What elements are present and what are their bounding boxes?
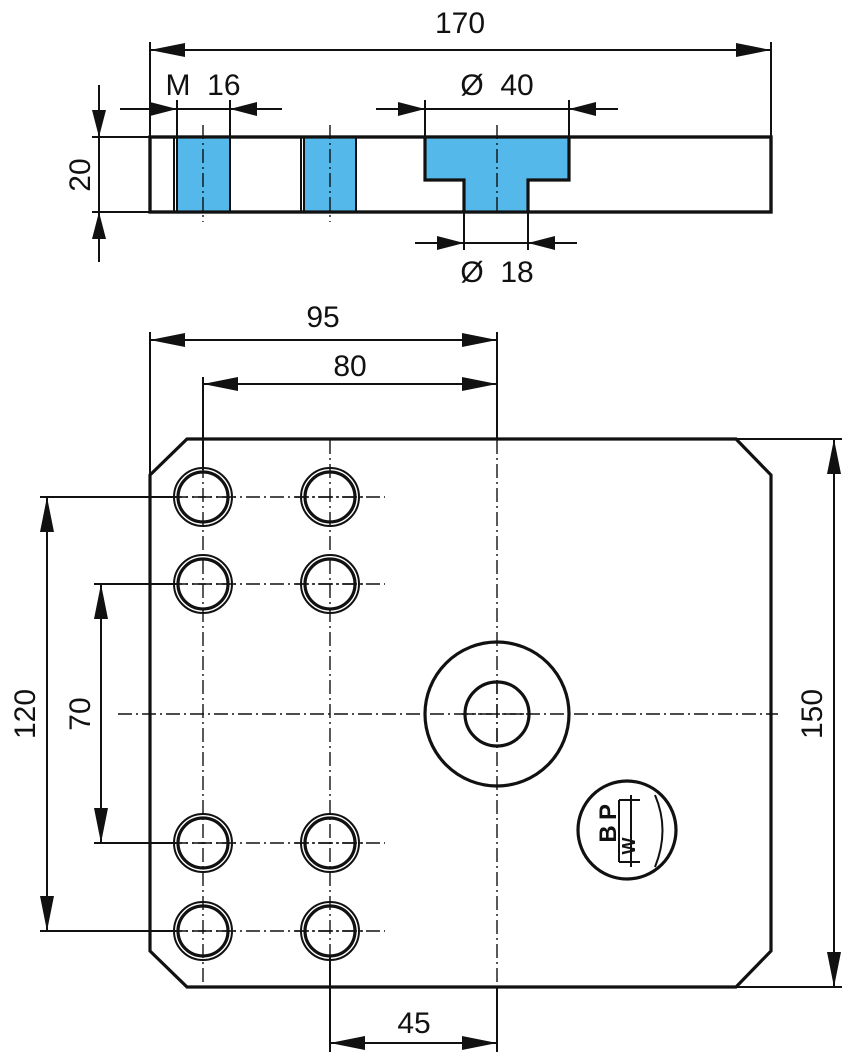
dimension-80: 80 (202, 350, 497, 470)
dim-thread: M 16 (165, 69, 240, 102)
dim-bore: Ø 18 (460, 256, 533, 289)
dimension-70: 70 (64, 583, 178, 844)
bpw-logo: B P W (576, 779, 678, 881)
dim-overall-width: 170 (435, 7, 485, 40)
dimension-170: 170 (149, 7, 772, 137)
dimension-95: 95 (149, 301, 498, 475)
dim-overall-height: 150 (796, 689, 829, 739)
logo-letter-b: B (595, 825, 622, 842)
dim-hole-to-center: 45 (397, 1007, 430, 1040)
plate-outline (148, 437, 773, 989)
dimension-dia40: Ø 40 (376, 69, 618, 137)
dimension-150: 150 (736, 438, 842, 988)
dimension-dia18: Ø 18 (415, 212, 577, 289)
counterbore-circle (423, 640, 571, 788)
logo-letter-w: W (619, 838, 639, 855)
dim-center-offset: 95 (306, 301, 339, 334)
dim-counterbore: Ø 40 (460, 69, 533, 102)
dimension-m16: M 16 (120, 69, 282, 137)
dimension-120: 120 (9, 496, 178, 932)
dim-thickness: 20 (64, 158, 97, 191)
section-view (148, 125, 773, 222)
dimension-20: 20 (64, 85, 150, 262)
dimension-45: 45 (329, 956, 498, 1052)
dim-hole-offset: 80 (333, 350, 366, 383)
dim-outer-spacing: 120 (9, 689, 42, 739)
logo-letter-p: P (595, 804, 622, 820)
plan-view: B P W (118, 437, 778, 989)
dim-inner-spacing: 70 (64, 697, 97, 730)
